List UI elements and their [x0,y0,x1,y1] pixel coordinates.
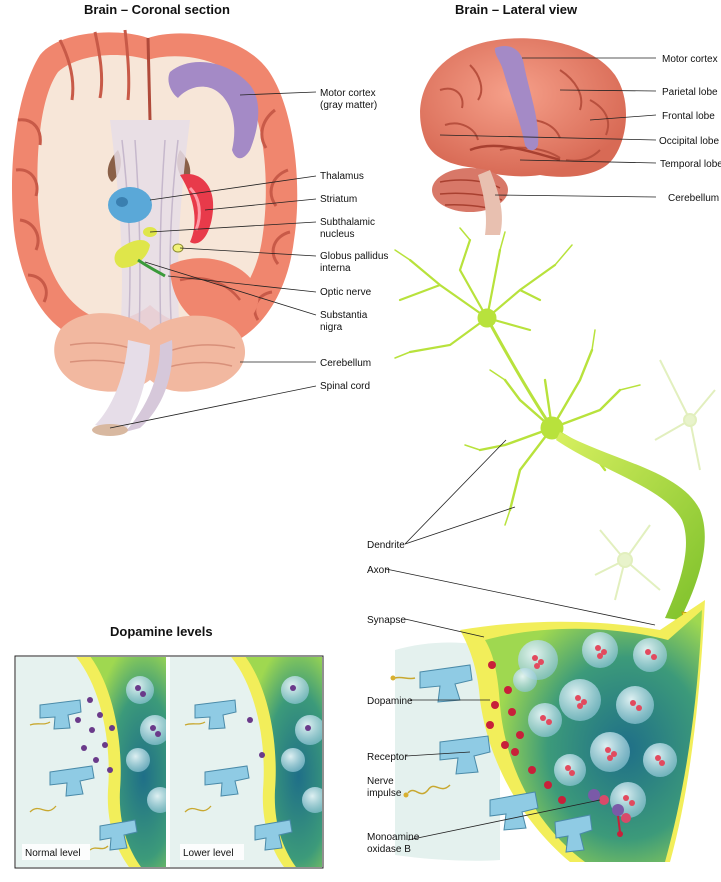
normal-level-illustration [16,657,166,867]
lateral-title: Brain – Lateral view [455,2,578,17]
label-impulse: impulse [367,788,402,799]
label-globus-pallidus: Globus pallidus [320,251,388,262]
vesicle-dopamine [532,645,665,806]
label-motor-cortex-lateral: Motor cortex [662,54,718,65]
lower-level-illustration [170,657,322,867]
label-striatum: Striatum [320,194,357,205]
label-cerebellum-coronal: Cerebellum [320,358,371,369]
label-oxidase-b: oxidase B [367,844,411,855]
label-dopamine: Dopamine [367,696,413,707]
label-subthalamic-nucleus: nucleus [320,229,354,240]
label-receptor: Receptor [367,752,408,763]
label-optic-nerve: Optic nerve [320,287,372,298]
lateral-brain [420,38,627,235]
coronal-leader-lines [109,91,317,429]
dopamine-title: Dopamine levels [110,624,213,639]
label-monoamine: Monoamine [367,832,420,843]
coronal-labels: Motor cortex (gray matter) Thalamus Stri… [320,88,388,392]
faded-neurons [594,359,716,601]
label-substantia: Substantia [320,310,368,321]
receptors [419,664,593,853]
label-temporal-lobe: Temporal lobe [660,159,721,170]
label-cerebellum-lateral: Cerebellum [668,193,719,204]
synapse-terminal [390,600,705,862]
label-dendrite: Dendrite [367,540,405,551]
label-subthalamic: Subthalamic [320,217,375,228]
label-nerve: Nerve [367,776,394,787]
label-substantia-nigra: nigra [320,322,343,333]
label-frontal-lobe: Frontal lobe [662,111,715,122]
label-motor-cortex-gray: (gray matter) [320,100,377,111]
lateral-labels: Motor cortex Parietal lobe Frontal lobe … [659,54,721,204]
neuron-labels: Dendrite Axon Synapse Dopamine Receptor … [367,540,420,855]
axon [556,432,705,620]
neuron [394,227,641,526]
dopamine-levels-panel: Normal level Lower level [14,655,324,869]
label-axon: Axon [367,565,390,576]
label-normal-level: Normal level [25,848,81,859]
coronal-brain-section [11,29,298,436]
label-thalamus: Thalamus [320,171,364,182]
coronal-title: Brain – Coronal section [84,2,230,17]
lateral-leader-lines [439,57,657,198]
nerve-impulse-line [394,676,451,795]
label-occipital-lobe: Occipital lobe [659,136,719,147]
label-lower-level: Lower level [183,848,234,859]
label-spinal-cord: Spinal cord [320,381,370,392]
label-globus-interna: interna [320,263,351,274]
neuron-leader-lines [385,439,656,841]
label-motor-cortex: Motor cortex [320,88,376,99]
label-parietal-lobe: Parietal lobe [662,87,718,98]
mao-b-enzyme [588,789,631,837]
released-dopamine [486,661,566,804]
label-synapse: Synapse [367,615,406,626]
